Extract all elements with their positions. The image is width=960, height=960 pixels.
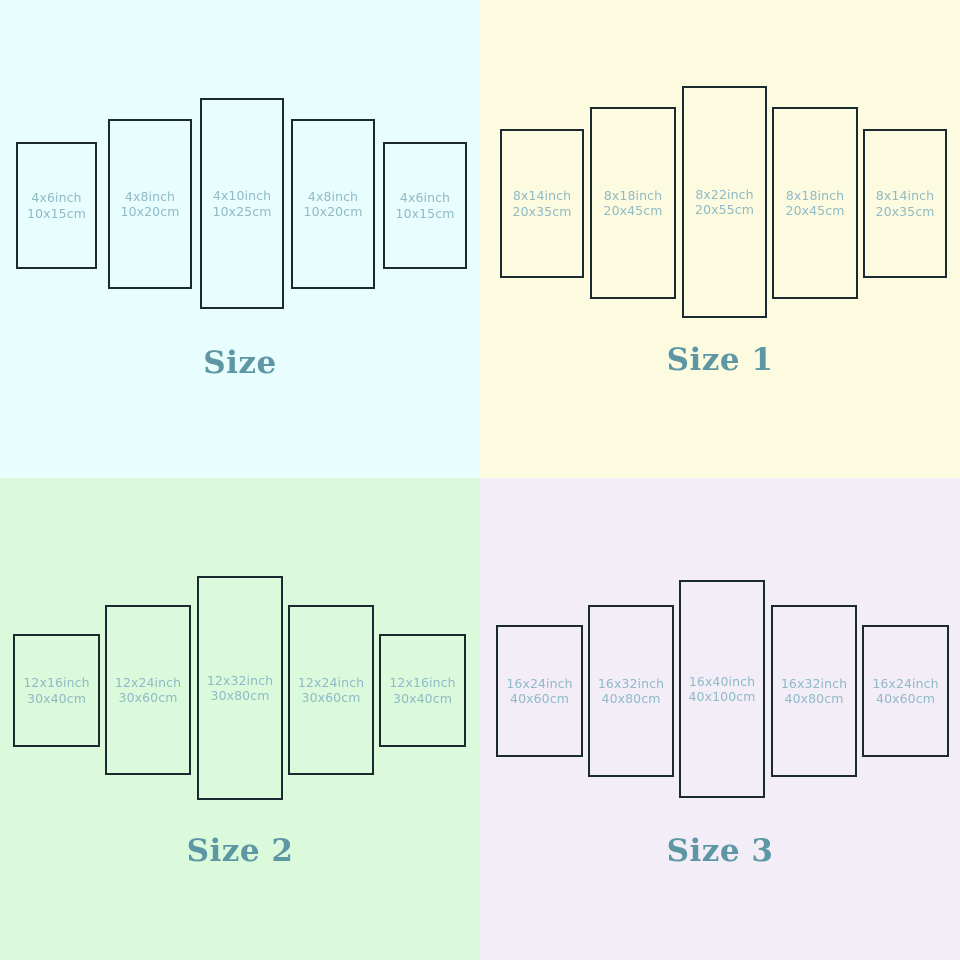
panel-size-inch: 16x32inch <box>780 675 848 691</box>
panel-size-inch: 12x24inch <box>114 674 182 690</box>
panel-size-cm: 20x55cm <box>695 202 754 217</box>
panel-size-inch: 12x24inch <box>297 674 365 690</box>
panel-size-cm: 20x35cm <box>875 203 935 219</box>
panel-size-cm: 40x60cm <box>876 691 935 706</box>
panel-size-inch: 8x22inch <box>695 186 754 202</box>
quadrant-title-size-1: Size 1 <box>666 342 774 378</box>
panel-size-cm: 40x80cm <box>601 691 661 706</box>
panel-size-cm: 40x60cm <box>510 691 569 706</box>
quadrant-title-size-3: Size 3 <box>666 833 774 869</box>
panel-size-inch: 8x14inch <box>875 188 935 204</box>
panel-size-inch: 4x6inch <box>399 190 451 206</box>
panel-size-cm: 10x15cm <box>395 205 455 221</box>
panel-size-inch: 12x16inch <box>23 675 90 691</box>
panel-size-inch: 16x40inch <box>688 673 756 689</box>
panel-size-inch: 4x6inch <box>31 190 82 206</box>
panel-size-inch: 4x8inch <box>124 188 176 204</box>
panel-size-inch: 8x18inch <box>603 187 663 203</box>
panel-size-inch: 4x10inch <box>212 188 272 204</box>
panel-size-cm: 40x80cm <box>784 691 844 706</box>
panel-size-cm: 30x60cm <box>301 690 361 705</box>
panel-size-inch: 12x16inch <box>389 675 456 691</box>
panel-size-cm: 10x25cm <box>212 203 272 219</box>
panel-size-cm: 20x45cm <box>603 203 663 218</box>
panel-size-inch: 16x24inch <box>506 675 573 691</box>
panel-size-inch: 16x32inch <box>597 675 665 691</box>
panel-size-cm: 20x35cm <box>512 203 572 219</box>
panel-size-cm: 10x20cm <box>303 204 363 219</box>
quadrant-title-size-2: Size 2 <box>186 833 294 869</box>
panel-size-inch: 8x14inch <box>512 188 572 204</box>
panel-size-cm: 30x80cm <box>210 688 270 703</box>
panel-size-cm: 30x60cm <box>118 690 178 705</box>
panel-size-cm: 10x15cm <box>27 205 86 221</box>
panel-size-cm: 30x40cm <box>27 690 86 706</box>
panel-size-cm: 20x45cm <box>785 203 845 218</box>
quadrant-title-size: Size <box>203 345 277 381</box>
panel-size-cm: 40x100cm <box>688 689 756 704</box>
panel-size-cm: 30x40cm <box>393 690 452 706</box>
panel-size-inch: 16x24inch <box>872 675 939 691</box>
panel-size-inch: 4x8inch <box>307 188 359 204</box>
panel-size-cm: 10x20cm <box>120 204 180 219</box>
panel-size-inch: 12x32inch <box>206 672 274 688</box>
panel-size-inch: 8x18inch <box>785 187 845 203</box>
